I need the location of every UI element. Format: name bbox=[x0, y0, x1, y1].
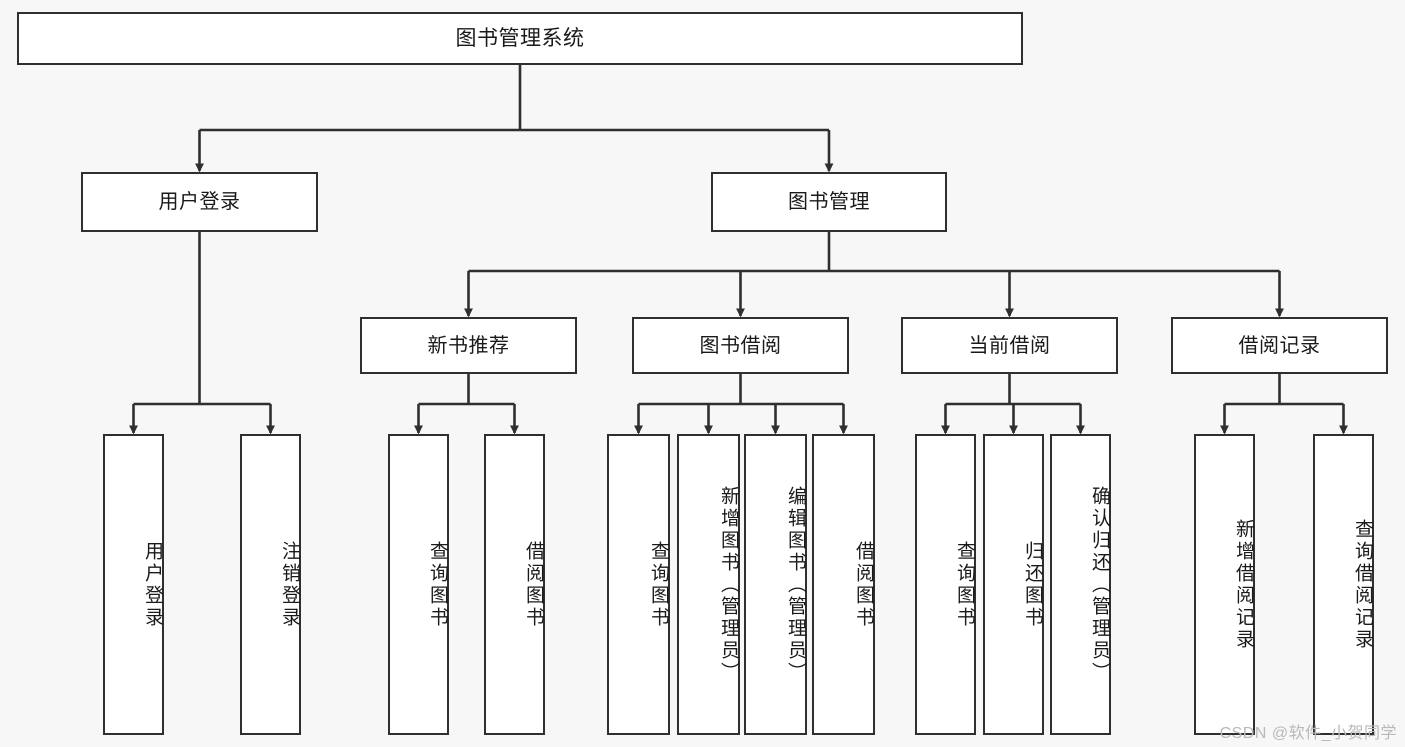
leaf-confirm-return-admin[interactable]: 确认归还（管理员） bbox=[1050, 434, 1111, 735]
node-book-management-label: 图书管理 bbox=[788, 191, 870, 213]
leaf-borrow-book-recommend[interactable]: 借阅图书 bbox=[484, 434, 545, 735]
node-book-borrow[interactable]: 图书借阅 bbox=[632, 317, 849, 374]
node-new-book-recommend[interactable]: 新书推荐 bbox=[360, 317, 577, 374]
node-current-borrow-label: 当前借阅 bbox=[968, 334, 1051, 357]
watermark: CSDN @软件_小贺同学 bbox=[1219, 725, 1397, 742]
leaf-logout[interactable]: 注销登录 bbox=[240, 434, 301, 735]
leaf-query-book-current[interactable]: 查询图书 bbox=[915, 434, 976, 735]
leaf-query-borrow-record[interactable]: 查询借阅记录 bbox=[1313, 434, 1374, 735]
node-root-label: 图书管理系统 bbox=[455, 26, 585, 50]
leaf-return-book[interactable]: 归还图书 bbox=[983, 434, 1044, 735]
leaf-query-book-recommend[interactable]: 查询图书 bbox=[388, 434, 449, 735]
leaf-add-borrow-record[interactable]: 新增借阅记录 bbox=[1194, 434, 1255, 735]
node-user-login-label: 用户登录 bbox=[158, 191, 241, 213]
leaf-user-login[interactable]: 用户登录 bbox=[103, 434, 164, 735]
node-book-borrow-label: 图书借阅 bbox=[699, 334, 782, 357]
node-user-login[interactable]: 用户登录 bbox=[81, 172, 318, 232]
leaf-borrow-book[interactable]: 借阅图书 bbox=[812, 434, 875, 735]
node-new-book-recommend-label: 新书推荐 bbox=[427, 334, 510, 357]
node-borrow-record-label: 借阅记录 bbox=[1238, 334, 1321, 357]
node-current-borrow[interactable]: 当前借阅 bbox=[901, 317, 1118, 374]
node-borrow-record[interactable]: 借阅记录 bbox=[1171, 317, 1388, 374]
leaf-add-book-admin[interactable]: 新增图书（管理员） bbox=[677, 434, 740, 735]
leaf-edit-book-admin[interactable]: 编辑图书（管理员） bbox=[744, 434, 807, 735]
leaf-query-book[interactable]: 查询图书 bbox=[607, 434, 670, 735]
node-book-management[interactable]: 图书管理 bbox=[711, 172, 947, 232]
node-root[interactable]: 图书管理系统 bbox=[17, 12, 1023, 65]
